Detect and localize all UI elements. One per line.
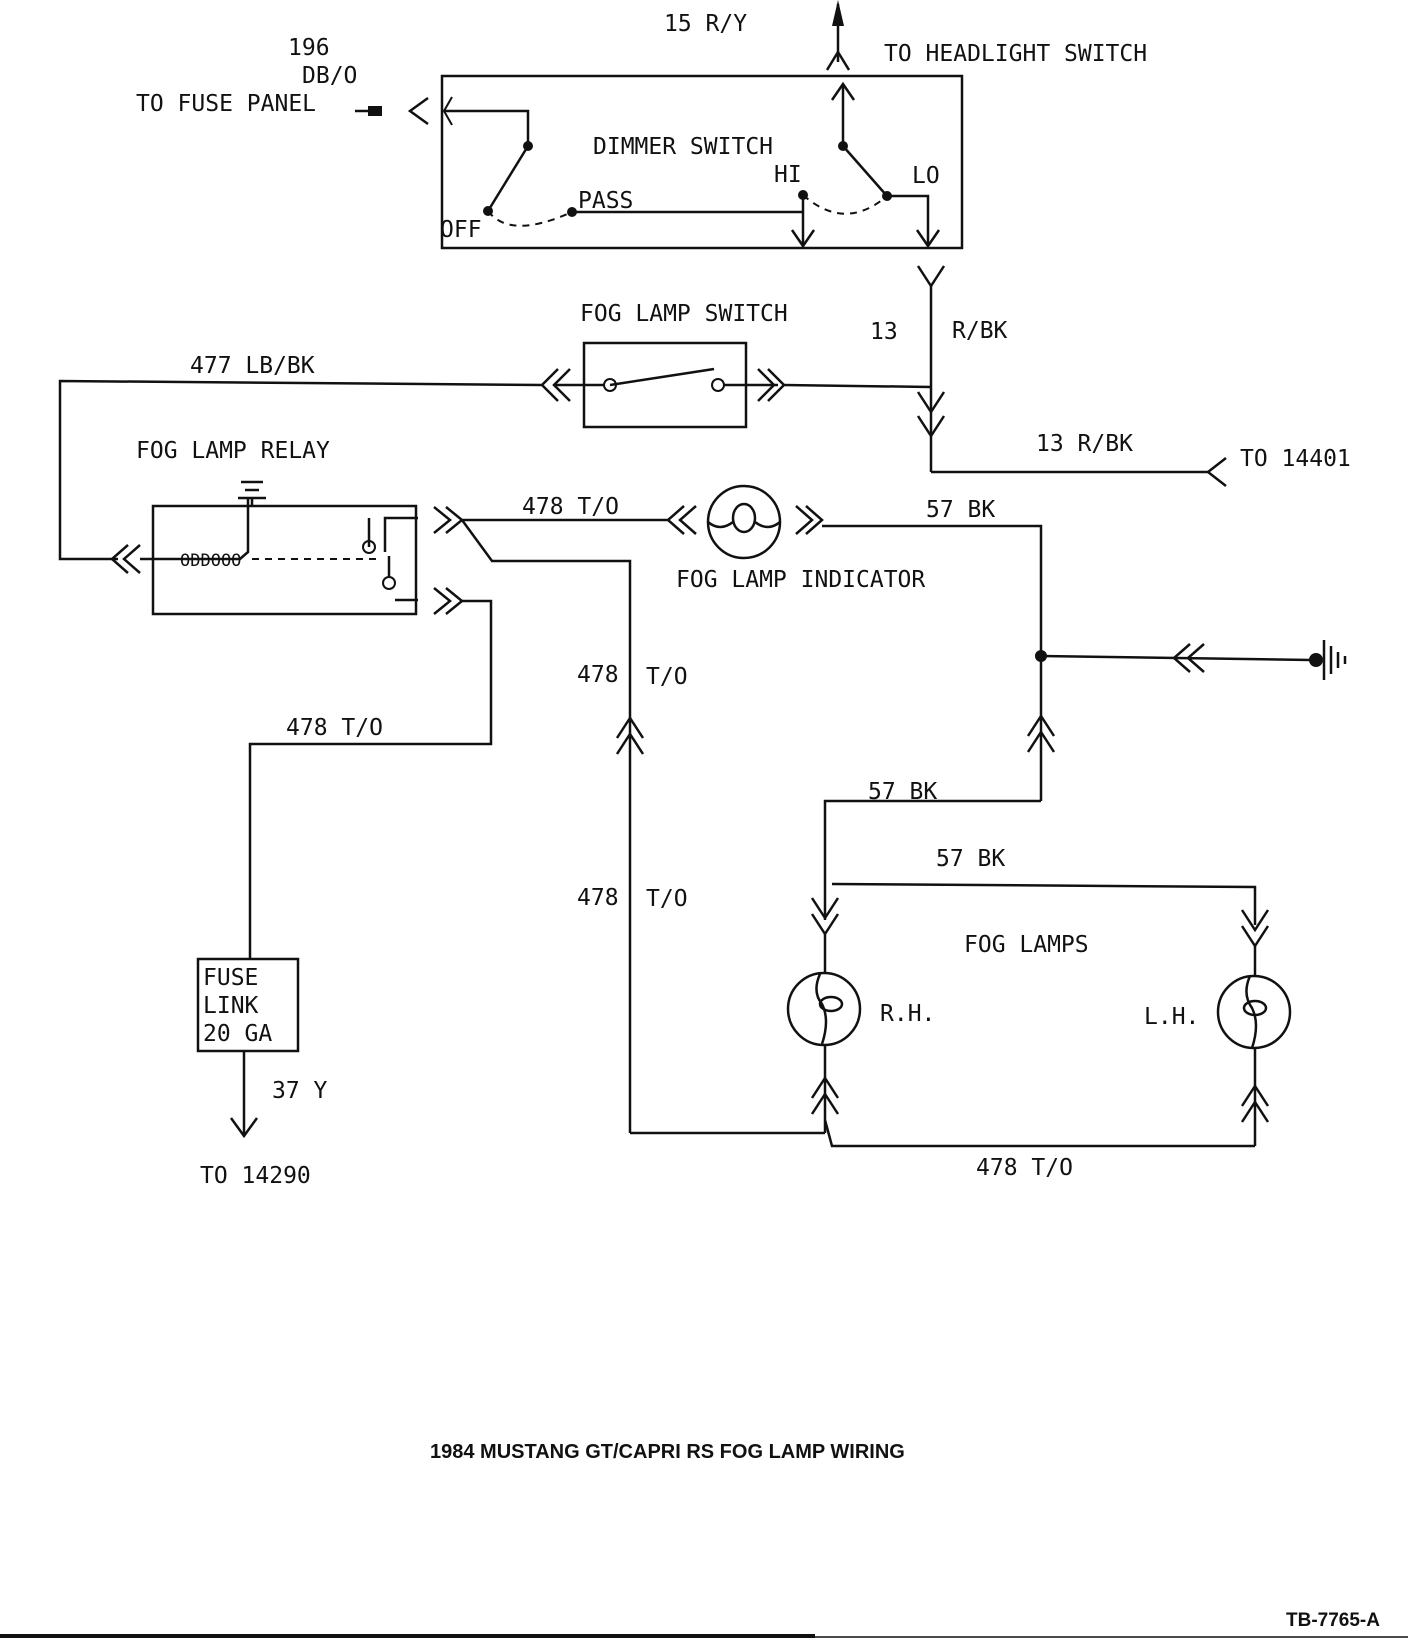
wire-13 bbox=[916, 265, 1227, 487]
drawing-code: TB-7765-A bbox=[1286, 1610, 1380, 1631]
fog-lamp-switch bbox=[540, 341, 932, 429]
fog-lamp-relay bbox=[140, 480, 464, 616]
label-wire-196-color: DB/O bbox=[302, 63, 357, 89]
headlight-switch-lead bbox=[825, 0, 851, 71]
fog-lamp-indicator bbox=[706, 484, 824, 560]
label-pass: PASS bbox=[578, 188, 633, 214]
label-wire-478-mid-num: 478 bbox=[577, 662, 619, 688]
label-fuse-link-2: LINK bbox=[203, 993, 259, 1019]
label-wire-13-right: 13 R/BK bbox=[1036, 431, 1133, 457]
wire-477 bbox=[58, 379, 543, 574]
label-wire-57-top: 57 BK bbox=[926, 497, 995, 523]
label-fog-lamp-indicator: FOG LAMP INDICATOR bbox=[676, 567, 925, 593]
label-wire-478-top: 478 T/O bbox=[522, 494, 619, 520]
label-wire-196: 196 bbox=[288, 35, 330, 61]
label-wire-478-mid-color: T/O bbox=[646, 664, 688, 690]
label-wire-478-low-color: T/O bbox=[646, 886, 688, 912]
wire-478-top bbox=[460, 505, 697, 714]
label-to-14401: TO 14401 bbox=[1240, 446, 1351, 472]
label-wire-13-color: R/BK bbox=[952, 318, 1008, 344]
label-lh: L.H. bbox=[1144, 1004, 1199, 1030]
label-fog-lamp-switch: FOG LAMP SWITCH bbox=[580, 301, 788, 327]
label-rh: R.H. bbox=[880, 1001, 935, 1027]
wire-57 bbox=[810, 524, 1347, 949]
fuse-panel-lead bbox=[355, 96, 429, 126]
wire-478-left bbox=[248, 599, 493, 958]
label-lo: LO bbox=[912, 163, 940, 189]
label-wire-57-lamps: 57 BK bbox=[936, 846, 1005, 872]
label-fog-lamps: FOG LAMPS bbox=[964, 932, 1089, 958]
diagram-caption: 1984 MUSTANG GT/CAPRI RS FOG LAMP WIRING bbox=[430, 1441, 905, 1463]
label-to-headlight-switch: TO HEADLIGHT SWITCH bbox=[884, 41, 1147, 67]
label-wire-478-left: 478 T/O bbox=[286, 715, 383, 741]
label-off: OFF bbox=[440, 217, 482, 243]
fog-lamp-lh bbox=[1216, 946, 1292, 1146]
label-wire-477: 477 LB/BK bbox=[190, 353, 315, 379]
label-dimmer-switch: DIMMER SWITCH bbox=[593, 134, 773, 160]
label-to-14290: TO 14290 bbox=[200, 1163, 311, 1189]
label-coil: ODDOOO bbox=[180, 551, 241, 571]
label-fuse-link-1: FUSE bbox=[203, 965, 258, 991]
label-hi: HI bbox=[774, 162, 802, 188]
label-wire-13-num: 13 bbox=[870, 319, 898, 345]
wire-478-mid bbox=[615, 714, 645, 1133]
label-fog-lamp-relay: FOG LAMP RELAY bbox=[136, 438, 330, 464]
fuse-link bbox=[196, 957, 300, 1139]
wire-478-bottom bbox=[630, 1119, 1255, 1148]
label-to-fuse-panel: TO FUSE PANEL bbox=[136, 91, 316, 117]
label-wire-15: 15 R/Y bbox=[664, 11, 747, 37]
dimmer-switch bbox=[440, 74, 964, 250]
label-fuse-link-3: 20 GA bbox=[203, 1021, 272, 1047]
label-wire-37: 37 Y bbox=[272, 1078, 328, 1104]
label-wire-478-bottom: 478 T/O bbox=[976, 1155, 1073, 1181]
fog-lamp-rh bbox=[786, 934, 862, 1133]
label-wire-478-low-num: 478 bbox=[577, 885, 619, 911]
label-wire-57-mid: 57 BK bbox=[868, 779, 937, 805]
